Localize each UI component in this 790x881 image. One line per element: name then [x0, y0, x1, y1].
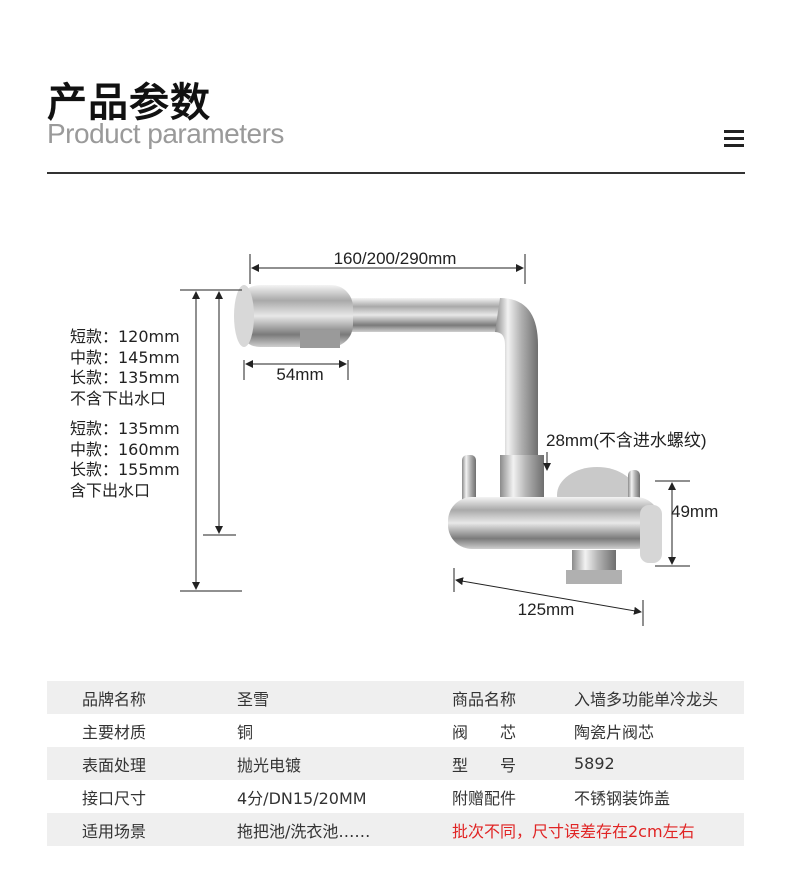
dim-body-width: 125mm: [518, 600, 575, 619]
spec-value: 4分/DN15/20MM: [237, 788, 367, 808]
spec-table: 品牌名称 圣雪 商品名称 入墙多功能单冷龙头 主要材质 铜 阀 芯 陶瓷片阀芯 …: [47, 681, 744, 846]
spec-label: 主要材质: [82, 722, 147, 742]
spec-value: 拖把池/洗衣池……: [237, 813, 452, 846]
spec-value: 陶瓷片阀芯: [574, 722, 655, 742]
note-line: 含下出水口: [70, 480, 151, 500]
note-line: 长款：155mm: [70, 460, 180, 479]
hamburger-menu-icon[interactable]: [724, 130, 746, 148]
spec-label: 商品名称: [452, 681, 574, 714]
dim-body-height: 49mm: [671, 502, 718, 521]
table-row: 接口尺寸 4分/DN15/20MM 附赠配件 不锈钢装饰盖: [47, 780, 744, 813]
dim-pipe-diameter: 28mm(不含进水螺纹): [546, 431, 707, 450]
spec-label: 附赠配件: [452, 788, 517, 808]
spec-label: 适用场景: [47, 813, 237, 846]
note-line: 长款：135mm: [70, 368, 180, 387]
table-row: 品牌名称 圣雪 商品名称 入墙多功能单冷龙头: [47, 681, 744, 714]
note-line: 中款：145mm: [70, 347, 180, 367]
dim-spout-length: 160/200/290mm: [334, 249, 457, 268]
note-line: 不含下出水口: [70, 388, 167, 408]
spec-value: 圣雪: [237, 681, 452, 714]
spec-value: 铜: [237, 722, 254, 742]
note-line: 短款：120mm: [70, 327, 180, 346]
table-row: 表面处理 抛光电镀 型 号 5892: [47, 747, 744, 780]
spec-label: 接口尺寸: [82, 788, 147, 808]
table-row: 主要材质 铜 阀 芯 陶瓷片阀芯: [47, 714, 744, 747]
spec-label: 表面处理: [47, 747, 237, 780]
table-row: 适用场景 拖把池/洗衣池…… 批次不同，尺寸误差存在2cm左右: [47, 813, 744, 846]
page-subtitle: Product parameters: [47, 118, 284, 149]
note-line: 短款：135mm: [70, 419, 180, 438]
note-line: 中款：160mm: [70, 439, 180, 459]
notes-without-outlet: 短款：120mm 中款：145mm 长款：135mm 不含下出水口: [70, 327, 180, 409]
spec-warning: 批次不同，尺寸误差存在2cm左右: [452, 813, 744, 846]
page-title: 产品参数: [47, 80, 211, 126]
faucet-image: [234, 285, 662, 584]
notes-with-outlet: 短款：135mm 中款：160mm 长款：155mm 含下出水口: [70, 419, 180, 501]
spec-value: 抛光电镀: [237, 747, 452, 780]
spec-label: 阀 芯: [452, 722, 517, 742]
spec-label: 型 号: [452, 747, 574, 780]
dim-outlet-width: 54mm: [276, 365, 323, 384]
spec-value: 入墙多功能单冷龙头: [574, 681, 744, 714]
spec-label: 品牌名称: [47, 681, 237, 714]
spec-value: 5892: [574, 747, 744, 780]
header-divider: [47, 172, 745, 174]
spec-value: 不锈钢装饰盖: [574, 788, 671, 808]
